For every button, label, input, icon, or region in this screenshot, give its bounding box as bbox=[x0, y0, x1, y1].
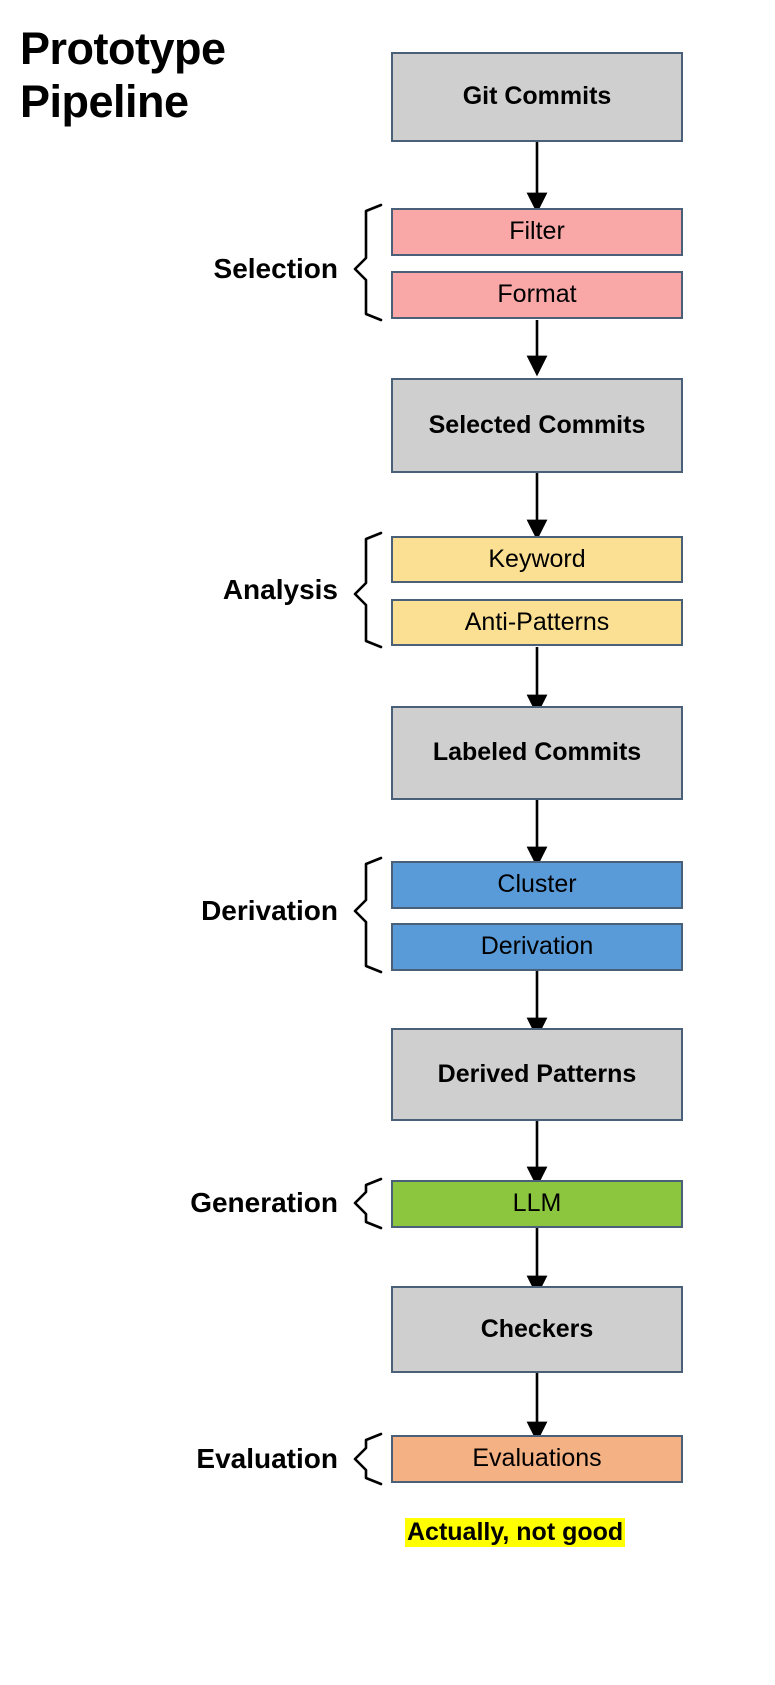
node-keyword[interactable]: Keyword bbox=[391, 536, 683, 583]
stage-label-generation: Generation bbox=[190, 1187, 338, 1218]
node-cluster[interactable]: Cluster bbox=[391, 861, 683, 909]
stage-label-derivation: Derivation bbox=[201, 895, 338, 926]
footnote-highlight: Actually, not good bbox=[405, 1518, 626, 1547]
node-checkers[interactable]: Checkers bbox=[391, 1286, 683, 1373]
node-derived-patterns[interactable]: Derived Patterns bbox=[391, 1028, 683, 1121]
page-title: Prototype Pipeline bbox=[20, 23, 226, 128]
node-format[interactable]: Format bbox=[391, 271, 683, 319]
node-selected-commits[interactable]: Selected Commits bbox=[391, 378, 683, 473]
node-llm[interactable]: LLM bbox=[391, 1180, 683, 1228]
stage-label-evaluation: Evaluation bbox=[196, 1443, 338, 1474]
node-derivation[interactable]: Derivation bbox=[391, 923, 683, 971]
node-labeled-commits[interactable]: Labeled Commits bbox=[391, 706, 683, 800]
node-git-commits[interactable]: Git Commits bbox=[391, 52, 683, 142]
stage-label-selection: Selection bbox=[213, 253, 338, 284]
stage-label-analysis: Analysis bbox=[222, 574, 338, 605]
node-evaluations[interactable]: Evaluations bbox=[391, 1435, 683, 1483]
node-filter[interactable]: Filter bbox=[391, 208, 683, 256]
node-anti-patterns[interactable]: Anti-Patterns bbox=[391, 599, 683, 646]
